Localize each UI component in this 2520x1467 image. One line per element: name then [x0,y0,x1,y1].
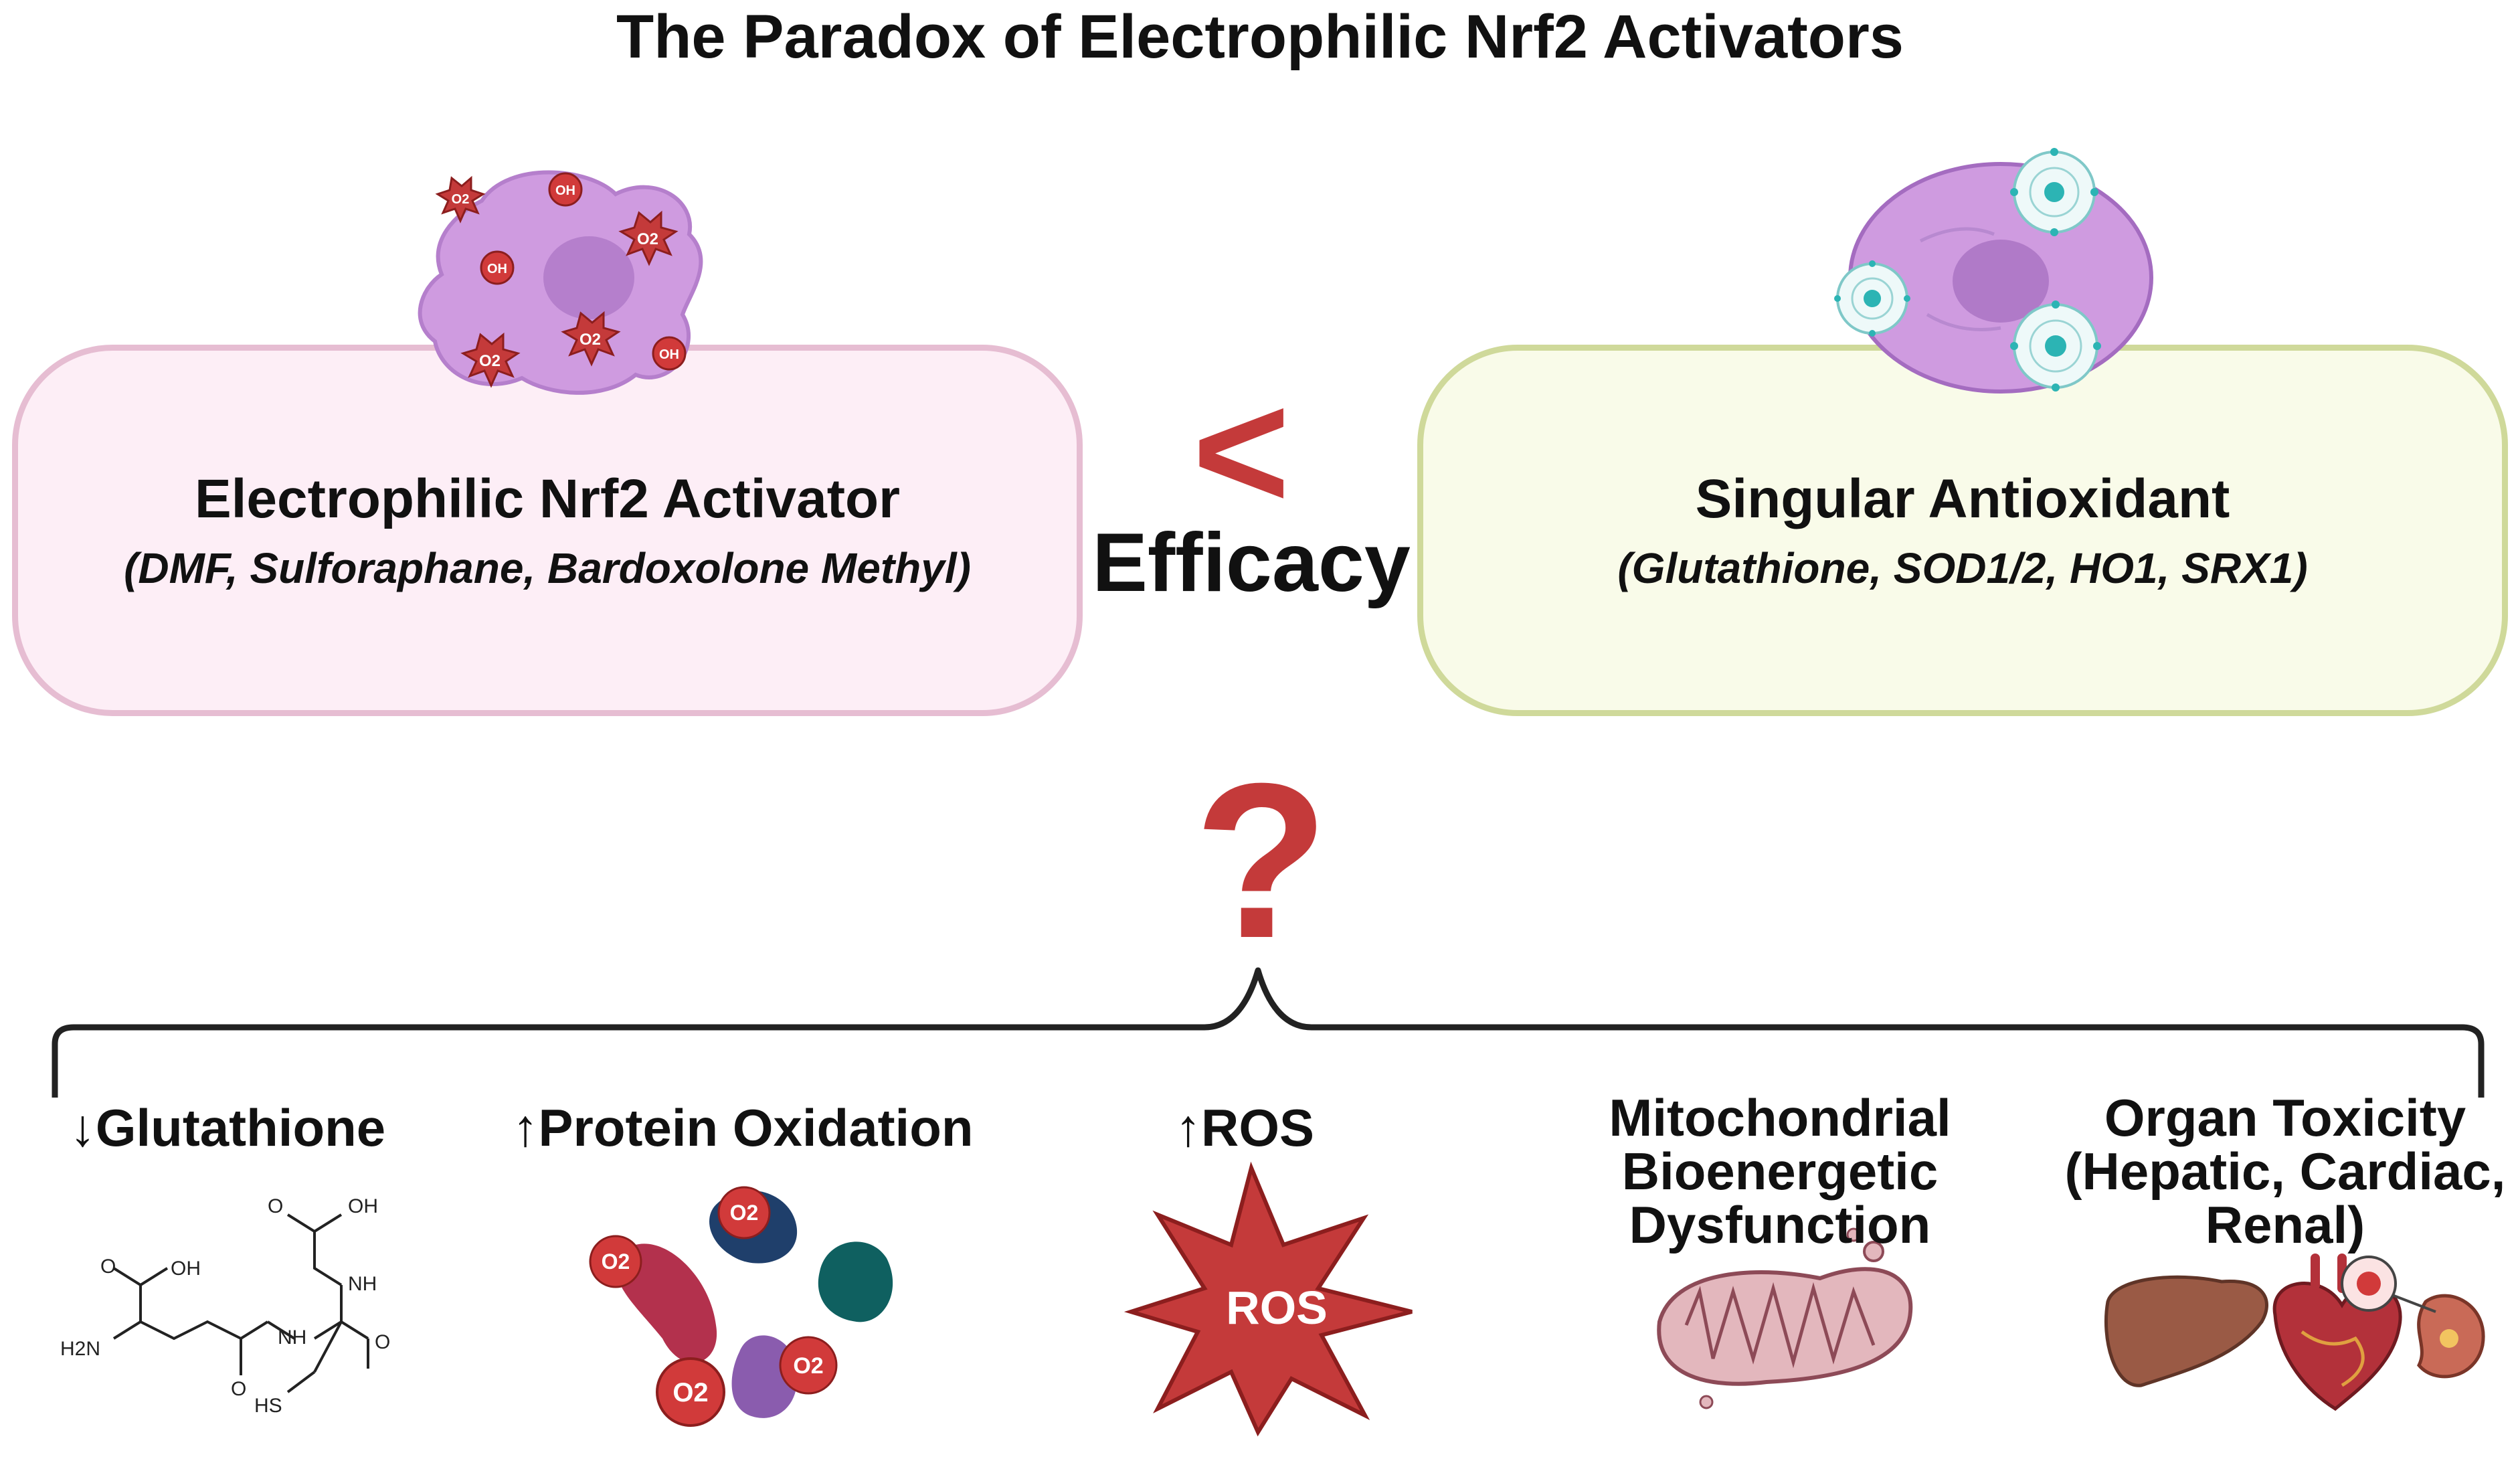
atom-label: O [231,1378,246,1400]
hydroxyl-radical-icon: OH [652,336,687,371]
atom-label: OH [171,1258,201,1280]
svg-text:O2: O2 [637,230,658,248]
svg-text:OH: OH [487,262,507,276]
outcome-ros: ↑ROS [1174,1098,1315,1157]
svg-text:O2: O2 [672,1378,708,1407]
svg-text:OH: OH [659,347,679,362]
antioxidant-molecule-icon [2010,148,2098,236]
superoxide-radical-icon: O2 [435,175,486,224]
outcome-line: Renal) [2205,1195,2365,1254]
svg-text:O2: O2 [730,1201,759,1225]
atom-label: O [100,1256,116,1278]
outcome-organ-toxicity: Organ Toxicity (Hepatic, Cardiac, Renal) [2054,1091,2516,1252]
outcome-line: Mitochondrial [1609,1088,1951,1147]
efficacy-label: Efficacy [1092,517,1411,609]
superoxide-radical-icon: O2 [460,332,521,388]
atom-label: O [268,1195,283,1217]
outcome-protein-oxidation: ↑Protein Oxidation [512,1098,974,1157]
outcome-line: Dysfunction [1629,1195,1931,1254]
electrophilic-activator-title: Electrophilic Nrf2 Activator [194,468,901,529]
svg-text:ROS: ROS [1226,1282,1328,1334]
hydroxyl-radical-icon: OH [548,172,583,207]
svg-text:OH: OH [555,183,575,198]
atom-label: HS [254,1395,282,1417]
hydroxyl-radical-icon: OH [480,250,515,285]
atom-label: H2N [60,1338,100,1360]
atom-label: O [375,1331,390,1353]
outcome-line: Organ Toxicity [2104,1088,2466,1147]
question-mark-icon: ? [1194,737,1329,984]
atom-label: OH [348,1195,378,1217]
superoxide-radical-icon: O2 [779,1336,838,1395]
antioxidant-molecule-icon [1834,260,1910,337]
ros-burst-icon: ROS [1123,1161,1413,1437]
outcome-mitochondrial-dysfunction: Mitochondrial Bioenergetic Dysfunction [1572,1091,1987,1252]
svg-text:O2: O2 [579,331,601,349]
glutathione-atom-labels: OH O OH O NH H2N NH O O HS [60,1195,390,1417]
atom-label: NH [348,1273,377,1295]
outcome-glutathione: ↓Glutathione [69,1098,386,1157]
superoxide-radical-icon: O2 [561,311,621,367]
damaged-mitochondrion-icon [1657,1227,1913,1409]
superoxide-radical-icon: O2 [717,1186,771,1239]
svg-text:O2: O2 [452,192,470,207]
page-title: The Paradox of Electrophilic Nrf2 Activa… [616,3,1904,71]
outcome-line: Bioenergetic [1621,1142,1939,1201]
glutathione-structure-icon [112,1213,369,1393]
stressed-cell-icon [418,170,703,395]
heart-icon [2272,1254,2402,1411]
outcome-line: (Hepatic, Cardiac, [2064,1142,2506,1201]
antioxidant-molecule-icon [2010,300,2101,392]
superoxide-radical-icon: O2 [656,1357,725,1427]
electrophilic-activator-examples: (DMF, Sulforaphane, Bardoxolone Methyl) [124,544,971,592]
singular-antioxidant-examples: (Glutathione, SOD1/2, HO1, SRX1) [1617,544,2308,592]
magnified-tissue-icon [2341,1256,2436,1313]
svg-text:O2: O2 [793,1353,823,1379]
svg-text:O2: O2 [602,1249,630,1274]
atom-label: NH [278,1326,306,1349]
less-than-symbol: < [1192,357,1290,544]
liver-icon [2104,1275,2268,1387]
singular-antioxidant-title: Singular Antioxidant [1695,468,2230,529]
svg-text:O2: O2 [479,352,501,370]
outcomes-bracket [52,967,2485,1098]
superoxide-radical-icon: O2 [618,210,679,266]
superoxide-radical-icon: O2 [589,1235,642,1288]
electrophilic-activator-box: Electrophilic Nrf2 Activator (DMF, Sulfo… [12,345,1083,716]
kidney-icon [2417,1294,2485,1379]
